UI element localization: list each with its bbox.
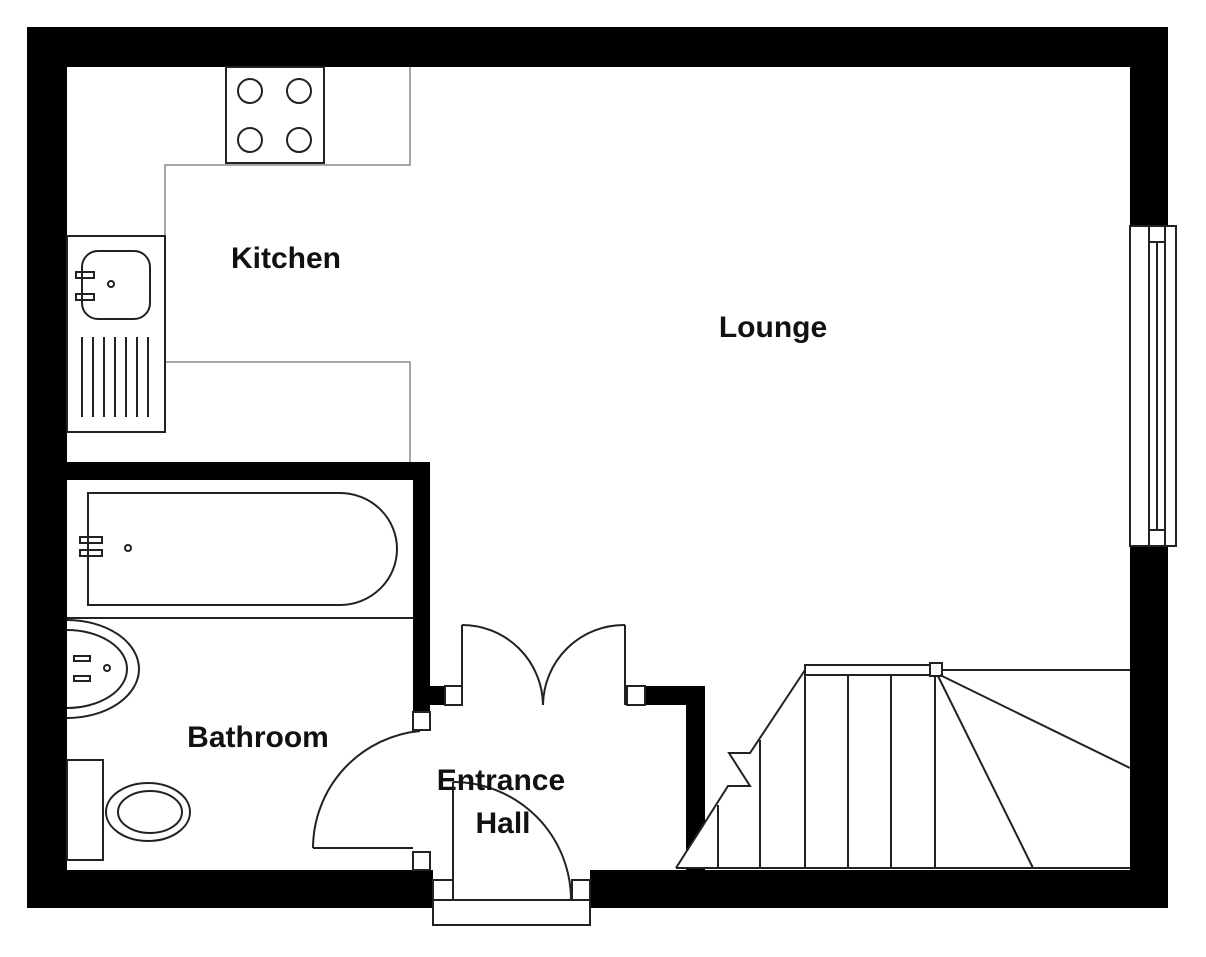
room-label-bathroom: Bathroom: [187, 721, 329, 754]
kitchen-counter: [66, 66, 411, 462]
front-door: [432, 781, 591, 926]
basin-icon: [66, 619, 140, 719]
lounge-double-door: [444, 623, 646, 706]
room-label-hall: Hall: [475, 807, 530, 840]
window: [1128, 225, 1177, 547]
bathroom-door: [312, 711, 431, 871]
kitchen-sink-icon: [66, 235, 166, 433]
bath-icon: [87, 492, 398, 606]
room-label-lounge: Lounge: [719, 311, 827, 344]
room-label-entrance: Entrance: [437, 764, 565, 797]
room-label-kitchen: Kitchen: [231, 242, 341, 275]
stair-break-icon: [675, 669, 806, 869]
bathroom-fittings: [66, 492, 413, 861]
toilet-icon: [66, 759, 191, 861]
staircase: [675, 662, 1131, 869]
interior-walls: [67, 462, 705, 870]
